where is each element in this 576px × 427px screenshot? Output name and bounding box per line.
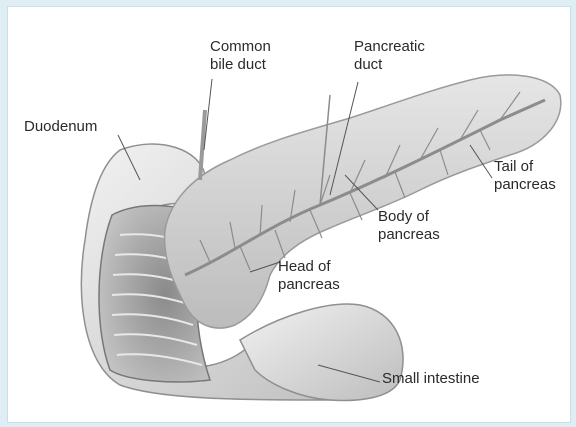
label-small-intestine: Small intestine [382, 370, 480, 388]
label-pancreatic-duct: Pancreatic duct [354, 38, 425, 74]
label-head-of-pancreas: Head of pancreas [278, 258, 340, 294]
label-duodenum: Duodenum [24, 118, 97, 136]
label-tail-of-pancreas: Tail of pancreas [494, 158, 556, 194]
label-common-bile-duct: Common bile duct [210, 38, 271, 74]
pancreas-shape [165, 75, 561, 328]
label-body-of-pancreas: Body of pancreas [378, 208, 440, 244]
